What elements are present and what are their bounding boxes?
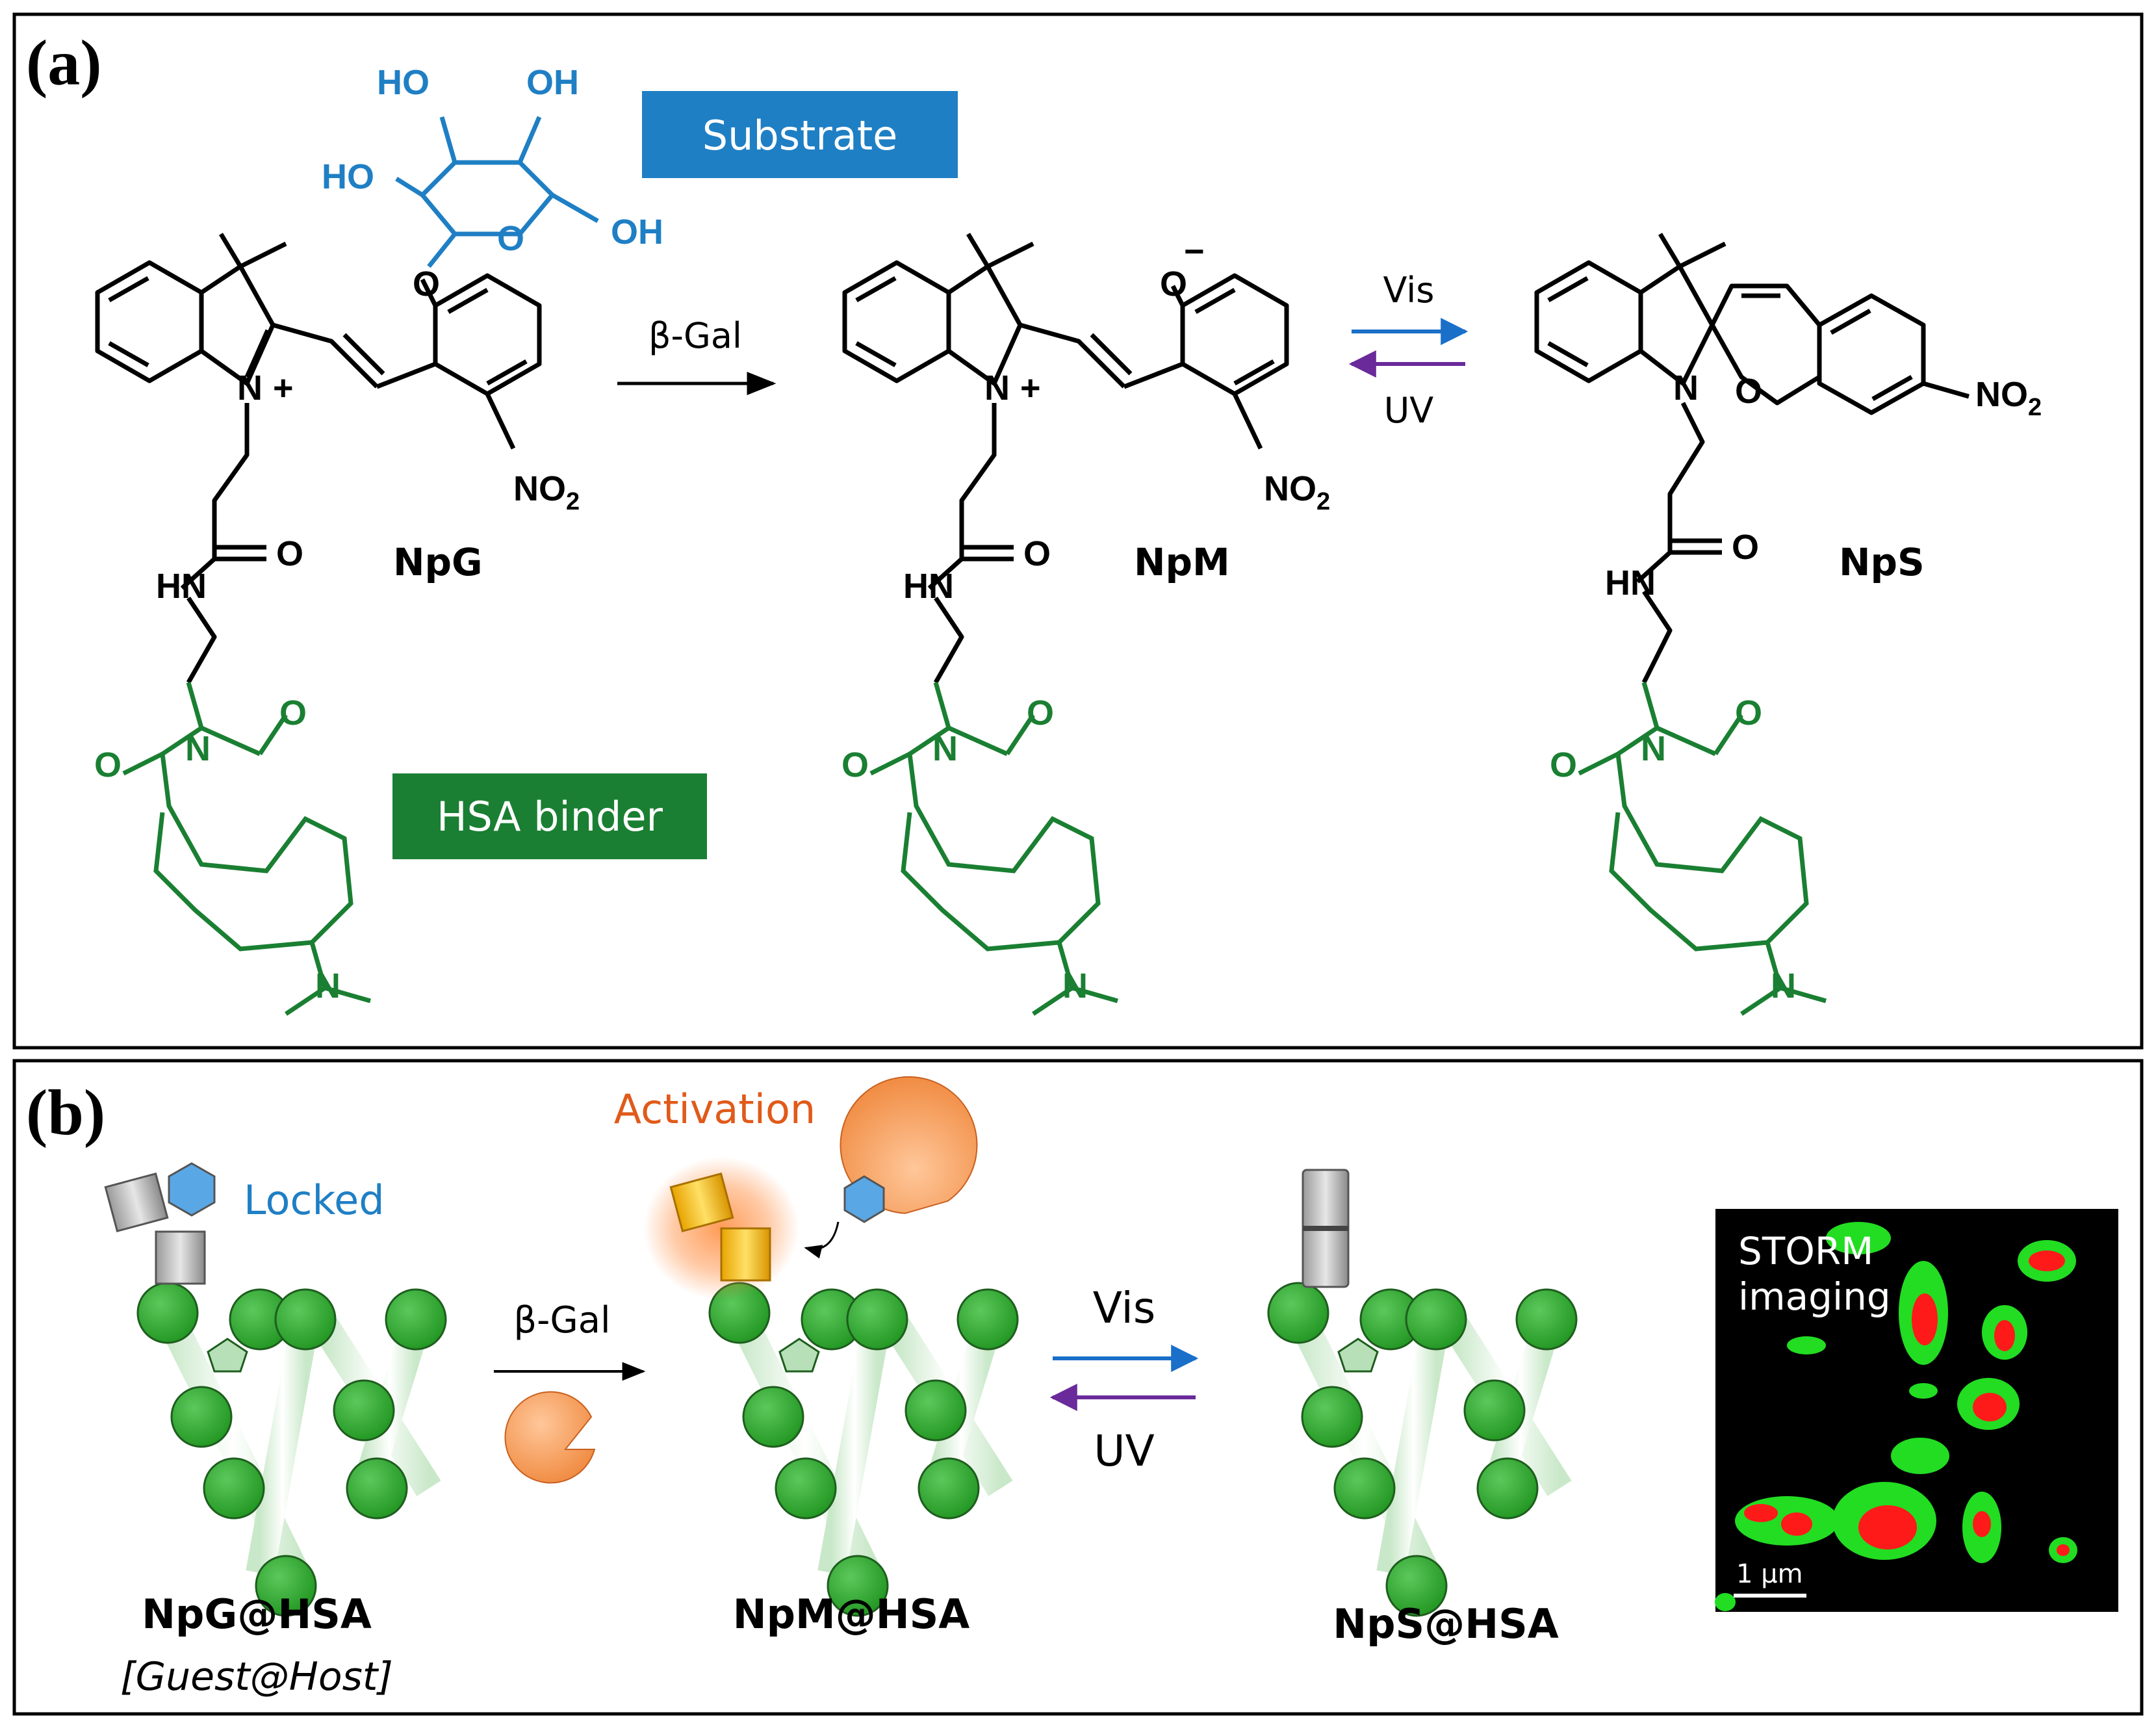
npm-structure	[842, 233, 1289, 684]
atom-oh-right: OH	[611, 213, 663, 252]
uv-label-b: UV	[1094, 1426, 1154, 1476]
complex-nps: NpS@HSA	[1333, 1600, 1558, 1648]
atom-o-phenolate: O	[1160, 265, 1187, 304]
atom-hn-npm: HN	[903, 567, 954, 606]
atom-o2-imide-npm: O	[841, 745, 869, 784]
atom-plus-npg: +	[273, 369, 294, 408]
atom-nme2-npm: N	[1062, 966, 1088, 1005]
atom-no2-nps: NO2	[1975, 375, 2042, 421]
beta-gal-label-a: β-Gal	[648, 315, 742, 356]
compound-npg: NpG	[393, 540, 483, 584]
npm-binder	[869, 682, 1118, 1016]
subscript-2: 2	[566, 488, 580, 515]
atom-o-pyran: O	[1735, 372, 1762, 411]
atom-n-imide-npg: N	[185, 729, 211, 768]
atom-o-ring: O	[497, 219, 524, 258]
atom-n-imide-npm: N	[932, 729, 958, 768]
complex-npg: NpG@HSA	[142, 1590, 372, 1638]
guest-activated-npm	[669, 1172, 771, 1282]
release-arrow	[804, 1221, 840, 1259]
atom-n-npm: N	[984, 369, 1010, 408]
atom-nme2-npg: N	[315, 966, 340, 1005]
atom-no2-npm: NO2	[1264, 469, 1330, 515]
compound-npm: NpM	[1134, 540, 1230, 584]
hsa-protein-npm	[708, 1282, 1019, 1617]
panel-a-label: (a)	[26, 27, 102, 99]
npg-sugar	[395, 116, 599, 268]
substrate-tag: Substrate	[702, 112, 898, 159]
hsa-protein-npg	[136, 1282, 447, 1617]
atom-o1-imide-nps: O	[1735, 693, 1762, 732]
subscript-2: 2	[1316, 488, 1330, 515]
guest-locked-npg	[104, 1162, 216, 1285]
hsa-protein-nps	[1267, 1282, 1578, 1617]
subscript-2: 2	[2028, 394, 2042, 421]
substrate-tag-box	[642, 91, 958, 178]
atom-o2-imide-nps: O	[1550, 745, 1577, 784]
uv-label-a: UV	[1384, 390, 1434, 431]
complex-npm: NpM@HSA	[733, 1590, 970, 1638]
panel-b-frame	[12, 1059, 2144, 1716]
hsa-binder-tag: HSA binder	[437, 793, 663, 840]
atom-ho-mid: HO	[322, 157, 374, 196]
atom-hn-nps: HN	[1605, 564, 1656, 602]
nps-binder	[1578, 682, 1827, 1016]
hsa-binder-tag-box	[392, 773, 707, 859]
atom-hn-npg: HN	[156, 567, 207, 606]
locked-label: Locked	[244, 1176, 385, 1224]
storm-title-line2: imaging	[1738, 1275, 1891, 1319]
atom-o-amide-npm: O	[1023, 534, 1051, 573]
storm-title-line1: STORM	[1738, 1229, 1873, 1273]
atom-o1-imide-npg: O	[279, 693, 307, 732]
panel-b-label: (b)	[26, 1076, 105, 1148]
activation-label: Activation	[614, 1085, 815, 1133]
atom-n-npg: N	[237, 369, 263, 408]
nps-structure	[1534, 233, 1970, 684]
atom-o2-imide-npg: O	[94, 745, 122, 784]
guest-closed-nps	[1302, 1169, 1350, 1288]
atom-oh-top: OH	[526, 63, 579, 102]
atom-nme2-nps: N	[1771, 966, 1796, 1005]
vis-label-b: Vis	[1093, 1283, 1155, 1333]
npg-binder	[122, 682, 371, 1016]
enzyme-icon	[504, 1391, 596, 1484]
complex-npg-subtitle: [Guest@Host]	[120, 1654, 393, 1700]
beta-gal-label-b: β-Gal	[513, 1299, 610, 1341]
atom-o-amide-npg: O	[276, 534, 303, 573]
atom-plus-npm: +	[1020, 369, 1041, 408]
vis-label-a: Vis	[1383, 270, 1435, 311]
compound-nps: NpS	[1839, 540, 1925, 584]
atom-o-minus: −	[1184, 232, 1205, 271]
atom-ho-top: HO	[377, 63, 430, 102]
npg-structure	[95, 233, 542, 684]
atom-n-imide-nps: N	[1641, 729, 1666, 768]
storm-clusters	[1715, 1222, 2077, 1611]
atom-o-amide-nps: O	[1732, 528, 1759, 567]
panel-a-frame	[12, 12, 2144, 1050]
atom-no2-npg: NO2	[513, 469, 580, 515]
atom-n-nps: N	[1673, 369, 1699, 408]
scale-bar-label: 1 μm	[1736, 1559, 1803, 1589]
released-sugar-icon	[843, 1175, 885, 1223]
atom-o-glyco: O	[413, 265, 440, 304]
atom-o1-imide-npm: O	[1027, 693, 1054, 732]
